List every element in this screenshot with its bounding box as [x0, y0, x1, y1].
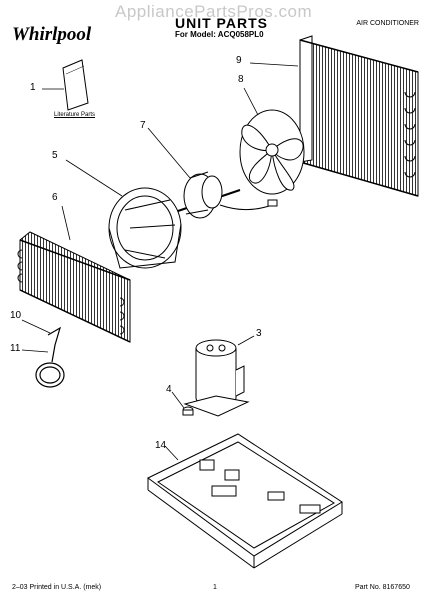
condenser-coil: [299, 35, 419, 197]
grommet: [182, 406, 194, 416]
print-info: 2–03 Printed in U.S.A. (mek): [12, 584, 102, 591]
page-number: 1: [213, 584, 217, 591]
callout-4: 4: [166, 384, 172, 395]
base-pan: [147, 433, 343, 569]
callout-7: 7: [140, 120, 146, 131]
callout-10: 10: [10, 310, 22, 321]
watermark: AppliancePartsPros.com: [115, 2, 313, 21]
model-label: For Model: ACQ058PL0: [175, 30, 264, 39]
brand-logo: Whirlpool: [12, 24, 92, 45]
callout-1: 1: [30, 82, 36, 93]
literature-parts-label: Literature Parts: [54, 112, 96, 118]
callout-3: 3: [256, 328, 262, 339]
category-label: AIR CONDITIONER: [356, 20, 419, 27]
blower-shroud: [108, 187, 182, 269]
literature-booklet: [62, 59, 89, 111]
callout-5: 5: [52, 150, 58, 161]
condenser-fan-blade: [239, 109, 305, 195]
callout-6: 6: [52, 192, 58, 203]
page-title: UNIT PARTS: [175, 15, 268, 31]
callout-11: 11: [10, 343, 21, 354]
thermistor-capillary: [35, 326, 65, 388]
part-number: Part No. 8167650: [355, 584, 410, 591]
evaporator-coil: [17, 231, 131, 343]
leader-lines: [21, 62, 299, 461]
compressor: [183, 339, 250, 417]
callout-9: 9: [236, 55, 242, 66]
callout-8: 8: [238, 74, 244, 85]
callout-14: 14: [155, 440, 167, 451]
fan-motor: [174, 171, 278, 219]
